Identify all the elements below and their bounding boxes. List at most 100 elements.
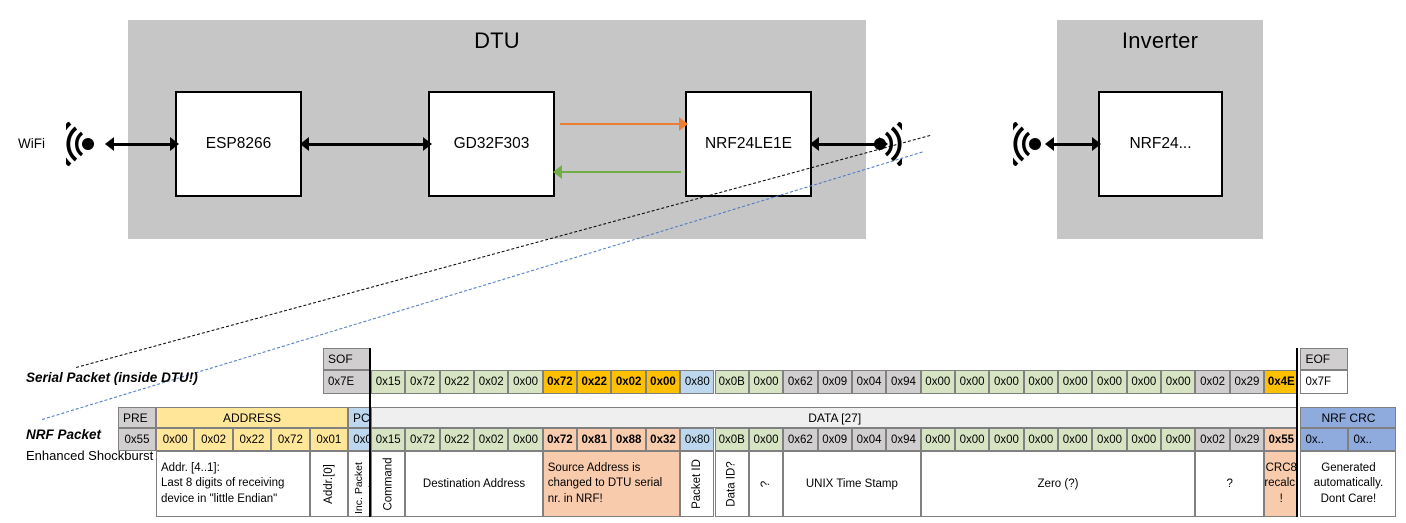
nrf-data-byte-6: 0x81 [577, 428, 612, 451]
nrf-data-byte-13: 0x09 [817, 428, 852, 451]
serial-byte-19: 0x00 [1023, 370, 1058, 394]
payload-right-divider-2 [1296, 407, 1298, 517]
nrf-data-byte-17: 0x00 [954, 428, 990, 451]
nrf-data-byte-15: 0x94 [886, 428, 921, 451]
serial-byte-17: 0x00 [954, 370, 990, 394]
payload-left-divider-2 [369, 407, 371, 517]
serial-byte-6: 0x22 [577, 370, 612, 394]
nrf-address-byte-0: 0x00 [156, 428, 195, 451]
wifi-antenna-icon [66, 122, 106, 166]
nrf-data-byte-21: 0x00 [1092, 428, 1127, 451]
annotation-addr0: Addr.[0] [309, 451, 348, 517]
nrf-data-byte-19: 0x00 [1023, 428, 1058, 451]
wifi-label: WiFi [18, 136, 45, 151]
line: ! [1279, 492, 1283, 505]
nrf-data-byte-20: 0x00 [1058, 428, 1093, 451]
chip-nrf24-label: NRF24... [1129, 135, 1192, 152]
annotation-data-id: Data ID? [714, 451, 749, 517]
line: changed to DTU serial [547, 477, 663, 490]
arrow-nrf24le1e-to-gd32f303-green [553, 165, 688, 179]
nrf-data-byte-9: 0x80 [680, 428, 715, 451]
annotation-zero: Zero (?) [920, 451, 1196, 517]
nrf-data-byte-3: 0x02 [474, 428, 509, 451]
nrf-crc-byte-1: 0x.. [1348, 428, 1397, 451]
serial-sof-header: SOF [323, 348, 371, 370]
nrf-pre-value: 0x55 [118, 428, 156, 451]
serial-packet-label: Serial Packet (inside DTU!) [26, 370, 198, 385]
serial-sof-value: 0x7E [323, 370, 371, 394]
serial-byte-16: 0x00 [920, 370, 955, 394]
nrf-data-byte-16: 0x00 [920, 428, 955, 451]
serial-byte-1: 0x72 [405, 370, 440, 394]
arrow-antenna-to-nrf24 [1045, 137, 1101, 151]
line: device in "little Endian" [161, 492, 278, 505]
chip-gd32f303: GD32F303 [428, 91, 555, 197]
nrf-address-byte-1: 0x02 [194, 428, 233, 451]
serial-byte-26: 0x4E [1264, 370, 1299, 394]
annotation-data-id-text: Data ID? [725, 461, 738, 507]
serial-byte-3: 0x02 [474, 370, 509, 394]
nrf-data-byte-1: 0x72 [405, 428, 440, 451]
annotation-crc8: CRC8 recalc.! [1264, 451, 1299, 517]
payload-right-divider [1296, 348, 1298, 415]
arrow-esp8266-to-gd32f303 [300, 137, 432, 151]
nrf-data-byte-23: 0x00 [1161, 428, 1196, 451]
chip-esp8266: ESP8266 [175, 91, 302, 197]
nrf-address-byte-4: 0x01 [309, 428, 348, 451]
serial-byte-11: 0x00 [748, 370, 784, 394]
chip-esp8266-label: ESP8266 [205, 135, 272, 152]
arrow-wifi-to-esp8266 [105, 137, 179, 151]
serial-byte-22: 0x00 [1126, 370, 1162, 394]
serial-eof-header: EOF [1300, 348, 1349, 370]
nrf-group-address: ADDRESS [156, 407, 348, 428]
serial-byte-23: 0x00 [1161, 370, 1196, 394]
annotation-packet-id: Packet ID [680, 451, 715, 517]
serial-byte-25: 0x29 [1229, 370, 1265, 394]
line: CRC8 [1265, 462, 1297, 475]
line: Source Address is [547, 462, 641, 475]
nrf-packet-label: NRF Packet [26, 427, 102, 442]
annotation-command: Command [371, 451, 406, 517]
chip-gd32f303-label: GD32F303 [453, 135, 530, 152]
nrf-data-byte-22: 0x00 [1126, 428, 1162, 451]
serial-byte-7: 0x02 [611, 370, 646, 394]
annotation-unknown-1-text: ? [760, 480, 773, 488]
annotation-packet-id-text: Packet ID [691, 459, 704, 509]
nrf-data-byte-7: 0x88 [611, 428, 646, 451]
chip-nrf24le1e: NRF24LE1E [685, 91, 812, 197]
arrow-nrf24le1e-to-antenna [810, 137, 888, 151]
chip-nrf24le1e-label: NRF24LE1E [704, 135, 792, 152]
nrf-address-byte-3: 0x72 [271, 428, 310, 451]
annotation-command-text: Command [382, 457, 395, 511]
chip-nrf24: NRF24... [1098, 91, 1223, 197]
serial-byte-0: 0x15 [371, 370, 406, 394]
nrf-data-byte-14: 0x04 [851, 428, 887, 451]
nrf-data-byte-5: 0x72 [542, 428, 578, 451]
arrow-gd32f303-to-nrf24le1e-orange [553, 117, 688, 131]
nrf-data-byte-0: 0x15 [371, 428, 406, 451]
line: Addr. [4..1]: [161, 462, 220, 475]
nrf-data-byte-10: 0x0B [714, 428, 749, 451]
nrf-data-byte-2: 0x22 [439, 428, 475, 451]
serial-byte-2: 0x22 [439, 370, 475, 394]
line: automatically. [1313, 477, 1384, 490]
annotation-unknown-1: ? [748, 451, 784, 517]
annotation-unix-time-stamp: UNIX Time Stamp [783, 451, 921, 517]
annotation-destination-address: Destination Address [405, 451, 543, 517]
nrf-data-byte-26: 0x55 [1264, 428, 1299, 451]
nrf-data-byte-4: 0x00 [508, 428, 543, 451]
serial-byte-9: 0x80 [680, 370, 715, 394]
line: Generated [1321, 462, 1376, 475]
line: Dont Care! [1320, 492, 1377, 505]
line: recalc. [1264, 477, 1299, 490]
nrf-address-byte-2: 0x22 [232, 428, 272, 451]
serial-byte-14: 0x04 [851, 370, 887, 394]
annotation-nrf-crc-note: Generated automatically. Dont Care! [1300, 451, 1397, 517]
serial-byte-5: 0x72 [542, 370, 578, 394]
nrf-data-byte-8: 0x32 [645, 428, 681, 451]
payload-left-divider [369, 348, 371, 415]
nrf-data-byte-24: 0x02 [1195, 428, 1230, 451]
nrf-data-byte-12: 0x62 [783, 428, 818, 451]
block-diagram: DTU Inverter ESP8266 GD32F303 NRF24LE1E … [18, 20, 1263, 420]
